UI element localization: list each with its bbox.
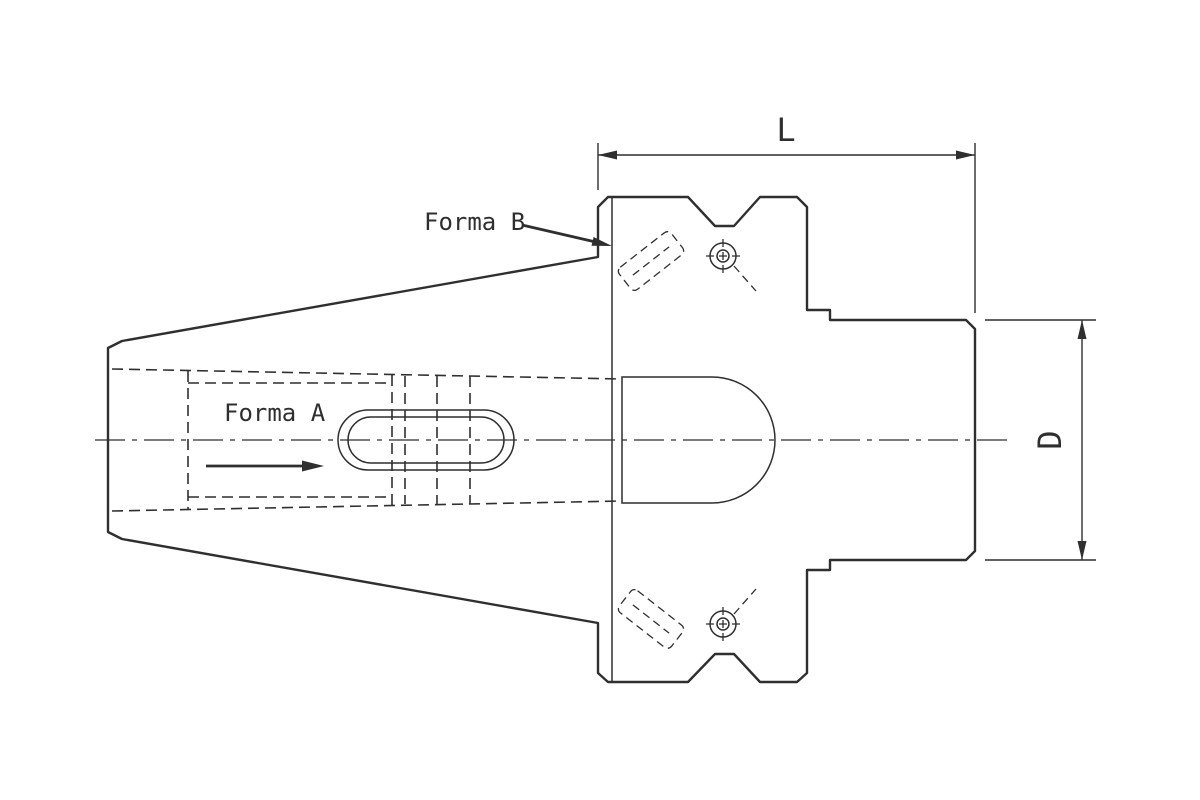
ball-detail-inner-bottom [716,617,730,631]
flange-drive-slot-detail-bottom [617,588,757,649]
forma-b-label: Forma B [424,208,525,236]
dimension-diameter: D [985,319,1096,561]
forma-b-leader-line [521,223,601,245]
dimension-label-l: L [776,111,795,149]
forma-a-callout: Forma A [206,399,326,472]
arrowhead-l-right [956,150,975,160]
bore-end-outline [621,376,776,504]
tang-slot-outline [337,409,515,471]
forma-b-callout: Forma B [424,208,612,246]
flange-drive-slot-detail-top [617,231,757,292]
dimension-length: L [597,111,976,313]
forma-a-arrowhead [302,460,324,472]
dimension-label-d: D [1031,430,1069,449]
ball-detail-inner-top [716,249,730,263]
internal-bore-hidden-lines [111,368,623,512]
tool-holder-outline [106,195,977,684]
arrowhead-d-bottom [1077,541,1087,560]
forma-a-label: Forma A [224,399,326,427]
arrowhead-d-top [1077,320,1087,339]
forma-b-arrowhead [591,237,612,246]
arrowhead-l-left [598,150,617,160]
